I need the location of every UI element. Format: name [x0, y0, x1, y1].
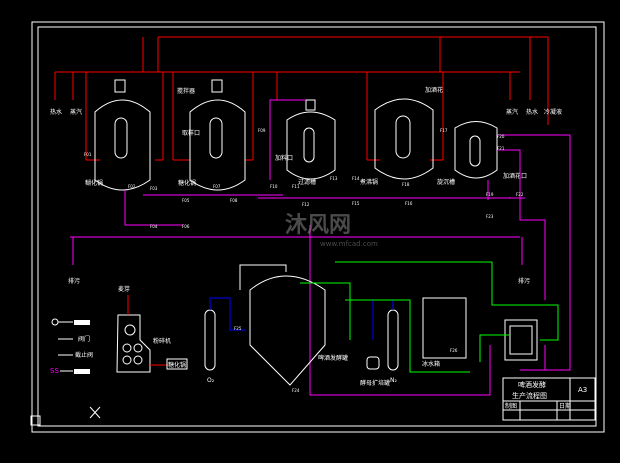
valve-tag: F02	[128, 184, 136, 189]
vessel-5-label: 旋沉槽	[437, 178, 455, 186]
valve-tag: F10	[270, 184, 278, 189]
vessel-3-label: 过滤槽	[298, 178, 316, 186]
watermark-brand: 沐风网	[285, 213, 351, 238]
wort-lines	[70, 99, 571, 396]
fermenter-label: 啤酒发酵罐	[318, 354, 348, 362]
valve-tag: F14	[352, 176, 360, 181]
valve-tag: F26	[450, 348, 458, 353]
vessel-1[interactable]: 糊化锅	[85, 79, 151, 191]
drain-right-label: 排污	[518, 277, 530, 285]
corner-marker	[30, 415, 41, 426]
sheet-size: A3	[578, 386, 587, 394]
valve-tag: F16	[405, 201, 413, 206]
svg-text:SS: SS	[50, 367, 59, 375]
valve-tag: F19	[486, 192, 494, 197]
inner-frame	[37, 26, 597, 427]
fermenter[interactable]: 啤酒发酵罐	[239, 264, 348, 386]
malt-label: 麦芽	[118, 285, 130, 293]
valve-tag: F18	[402, 182, 410, 187]
label-steam: 蒸汽	[70, 108, 82, 116]
valve-tag: F03	[150, 186, 158, 191]
vessel-4[interactable]: 煮沸锅 加酒花	[360, 86, 443, 186]
valve-tag: F15	[352, 201, 360, 206]
label-condensate: 冷凝液	[544, 108, 562, 116]
title-line-1: 啤酒发酵	[518, 380, 546, 389]
utility-labels-right: 蒸汽 热水 冷凝液	[506, 108, 562, 116]
plate-heat-exchanger[interactable]	[504, 319, 538, 361]
ice-tank-label: 冰水箱	[422, 360, 440, 368]
vessel-1-label: 糊化锅	[85, 179, 103, 187]
valve-tag: F09	[258, 128, 266, 133]
valve-tag: F13	[330, 176, 338, 181]
valve-tag: F23	[486, 214, 494, 219]
label-steam-right: 蒸汽	[506, 108, 518, 116]
outer-frame	[31, 21, 605, 433]
yeast-tank-label: 酵母扩培罐	[360, 379, 390, 387]
valve-tag: F11	[292, 184, 300, 189]
n2-label: N₂	[390, 377, 397, 384]
watermark-url: www.mfcad.com	[320, 240, 378, 248]
vessel-2[interactable]: 糖化锅 搅拌器 取样口	[177, 79, 246, 191]
vessel-4-label: 煮沸锅	[360, 178, 378, 186]
valve-tag: F12	[302, 202, 310, 207]
valve-tag: F01	[84, 152, 92, 157]
valve-tag: F07	[213, 184, 221, 189]
vessel-2-label: 糖化锅	[178, 179, 196, 187]
valve-tag: F20	[497, 134, 505, 139]
legend-valve: 阀门	[78, 335, 90, 343]
valve-tag: F21	[497, 146, 505, 151]
label-hot-water-right: 热水	[526, 108, 538, 116]
vessel-5[interactable]: 旋沉槽 加酒花口	[437, 121, 527, 187]
cooling-lines	[300, 261, 559, 373]
yeast-tank[interactable]: 酵母扩培罐	[360, 356, 390, 387]
watermark: 沐风网 www.mfcad.com	[285, 213, 378, 248]
cross-marker	[89, 406, 101, 419]
steam-hot-water-lines	[54, 36, 549, 161]
valve-tag: F08	[230, 198, 238, 203]
valve-tag: F22	[516, 192, 524, 197]
utility-labels-left: 热水 蒸汽	[50, 108, 82, 116]
valve-tag: F17	[440, 128, 448, 133]
drawn-label: 制图	[505, 402, 517, 410]
date-label: 日期	[559, 402, 571, 410]
valve-tag: F04	[150, 224, 158, 229]
title-block: 啤酒发酵 生产流程图 A3 制图 日期	[502, 377, 596, 421]
ice-water-tank[interactable]: 冰水箱	[422, 297, 467, 368]
stirrer-label: 搅拌器	[177, 87, 195, 95]
valve-tag: F06	[182, 224, 190, 229]
legend-check-valve: 截止阀	[75, 351, 93, 359]
hops-port-label: 加酒花口	[503, 172, 527, 180]
legend: 阀门 截止阀 SS	[50, 318, 93, 375]
drain-left-label: 排污	[68, 277, 80, 285]
valve-tag: F24	[292, 388, 300, 393]
mill-label: 粉碎机	[153, 337, 171, 345]
label-hot-water: 热水	[50, 108, 62, 116]
hops-label: 加酒花	[425, 86, 443, 94]
vessel-3[interactable]: 过滤槽 加料口	[275, 99, 336, 186]
valve-tag: F25	[234, 326, 242, 331]
mill[interactable]: 麦芽 粉碎机 糖化锅	[116, 285, 188, 373]
nitrogen-cylinder[interactable]: N₂	[372, 299, 399, 384]
oxygen-cylinder[interactable]: O₂	[204, 297, 245, 384]
o2-label: O₂	[207, 377, 215, 384]
mash-box-label: 糖化锅	[168, 361, 186, 369]
valve-tag: F05	[182, 198, 190, 203]
title-line-2: 生产流程图	[512, 391, 547, 400]
feed-port-label: 加料口	[275, 154, 293, 162]
sample-port-label: 取样口	[182, 129, 200, 137]
